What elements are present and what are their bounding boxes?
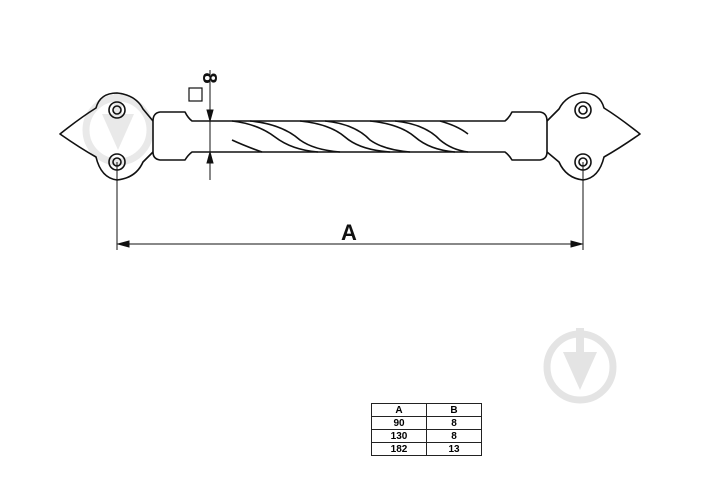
left-square-shank xyxy=(152,111,232,161)
right-mounting-plate xyxy=(546,92,641,181)
square-size-label: 8 xyxy=(198,72,220,83)
header-b: B xyxy=(426,403,482,417)
header-a: A xyxy=(371,403,427,417)
cell-a: 130 xyxy=(371,429,427,443)
left-top-screw-hole xyxy=(108,101,126,119)
right-top-screw-hole xyxy=(574,101,592,119)
square-section-symbol xyxy=(188,87,203,102)
dimension-a xyxy=(116,162,584,250)
table-row: 90 8 xyxy=(371,416,482,430)
watermark-logo-icon xyxy=(82,92,154,166)
cell-b: 8 xyxy=(426,416,482,430)
dimension-a-label: A xyxy=(341,220,357,245)
right-square-shank xyxy=(468,111,548,161)
twisted-bar-section xyxy=(231,120,469,153)
cell-a: 90 xyxy=(371,416,427,430)
table-row: 182 13 xyxy=(371,442,482,456)
cell-b: 8 xyxy=(426,429,482,443)
cell-b: 13 xyxy=(426,442,482,456)
dimension-square xyxy=(188,70,214,180)
watermark-logo-icon-large xyxy=(543,328,617,404)
spec-table: A B 90 8 130 8 182 13 xyxy=(371,403,482,456)
spec-table-header: A B xyxy=(371,403,482,417)
table-row: 130 8 xyxy=(371,429,482,443)
cell-a: 182 xyxy=(371,442,427,456)
